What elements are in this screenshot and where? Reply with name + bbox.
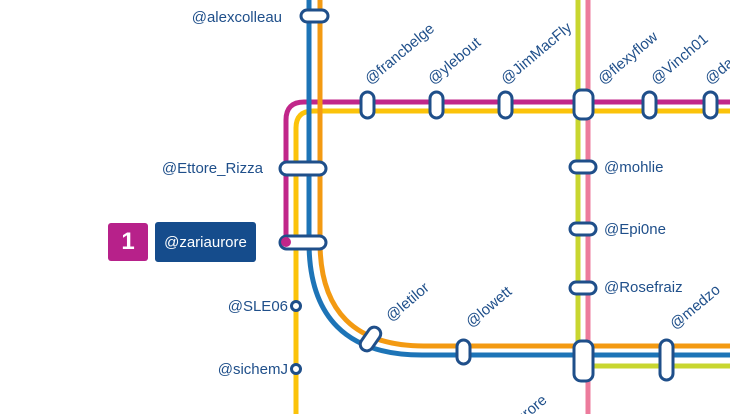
label-epi0ne[interactable]: @Epi0ne xyxy=(604,221,666,238)
station-medzo-interchange[interactable] xyxy=(658,338,675,382)
highlighted-station-badge[interactable]: @zariaurore xyxy=(155,222,256,262)
station-ylebout-interchange[interactable] xyxy=(428,90,445,120)
station-flexyflow-interchange[interactable] xyxy=(572,88,595,121)
label-sle06[interactable]: @SLE06 xyxy=(228,298,288,315)
line-1-terminus-dot xyxy=(281,237,291,247)
label-urore[interactable]: urore xyxy=(513,392,551,414)
station-jimmacfly-interchange[interactable] xyxy=(497,90,514,120)
line-number-badge: 1 xyxy=(108,223,148,261)
station-zariaurore-interchange[interactable] xyxy=(278,234,328,251)
station-urore-interchange[interactable] xyxy=(572,339,595,383)
station-letilor-interchange[interactable] xyxy=(358,325,384,354)
station-epi0ne-interchange[interactable] xyxy=(568,221,598,237)
line-yellow xyxy=(293,108,730,414)
label-jimmacfly[interactable]: @JimMacFly xyxy=(498,19,576,88)
line-orange xyxy=(317,0,730,349)
line-magenta xyxy=(283,99,730,242)
station-alexcolleau-interchange[interactable] xyxy=(299,8,330,24)
station-lowett-interchange[interactable] xyxy=(455,338,472,366)
label-mohlie[interactable]: @mohlie xyxy=(604,159,663,176)
label-ylebout[interactable]: @ylebout xyxy=(425,34,485,88)
label-lowett[interactable]: @lowett xyxy=(463,283,516,332)
label-rosefraiz[interactable]: @Rosefraiz xyxy=(604,279,683,296)
station-sichemj-stop[interactable] xyxy=(290,363,302,375)
station-vinch01-interchange[interactable] xyxy=(641,90,658,120)
label-letilor[interactable]: @letilor xyxy=(383,279,433,325)
line-blue xyxy=(306,0,730,358)
station-mohlie-interchange[interactable] xyxy=(568,159,598,175)
line-lime xyxy=(575,0,730,369)
label-alexcolleau[interactable]: @alexcolleau xyxy=(192,9,282,26)
label-ettore-rizza[interactable]: @Ettore_Rizza xyxy=(162,160,264,177)
station-francbelge-interchange[interactable] xyxy=(359,90,376,120)
label-sichemj[interactable]: @sichemJ xyxy=(218,361,288,378)
station-sle06-stop[interactable] xyxy=(290,300,302,312)
station-rosefraiz-interchange[interactable] xyxy=(568,280,598,296)
label-da[interactable]: @da xyxy=(702,54,730,88)
station-da-interchange[interactable] xyxy=(702,90,719,120)
station-ettore-rizza-interchange[interactable] xyxy=(278,160,328,177)
